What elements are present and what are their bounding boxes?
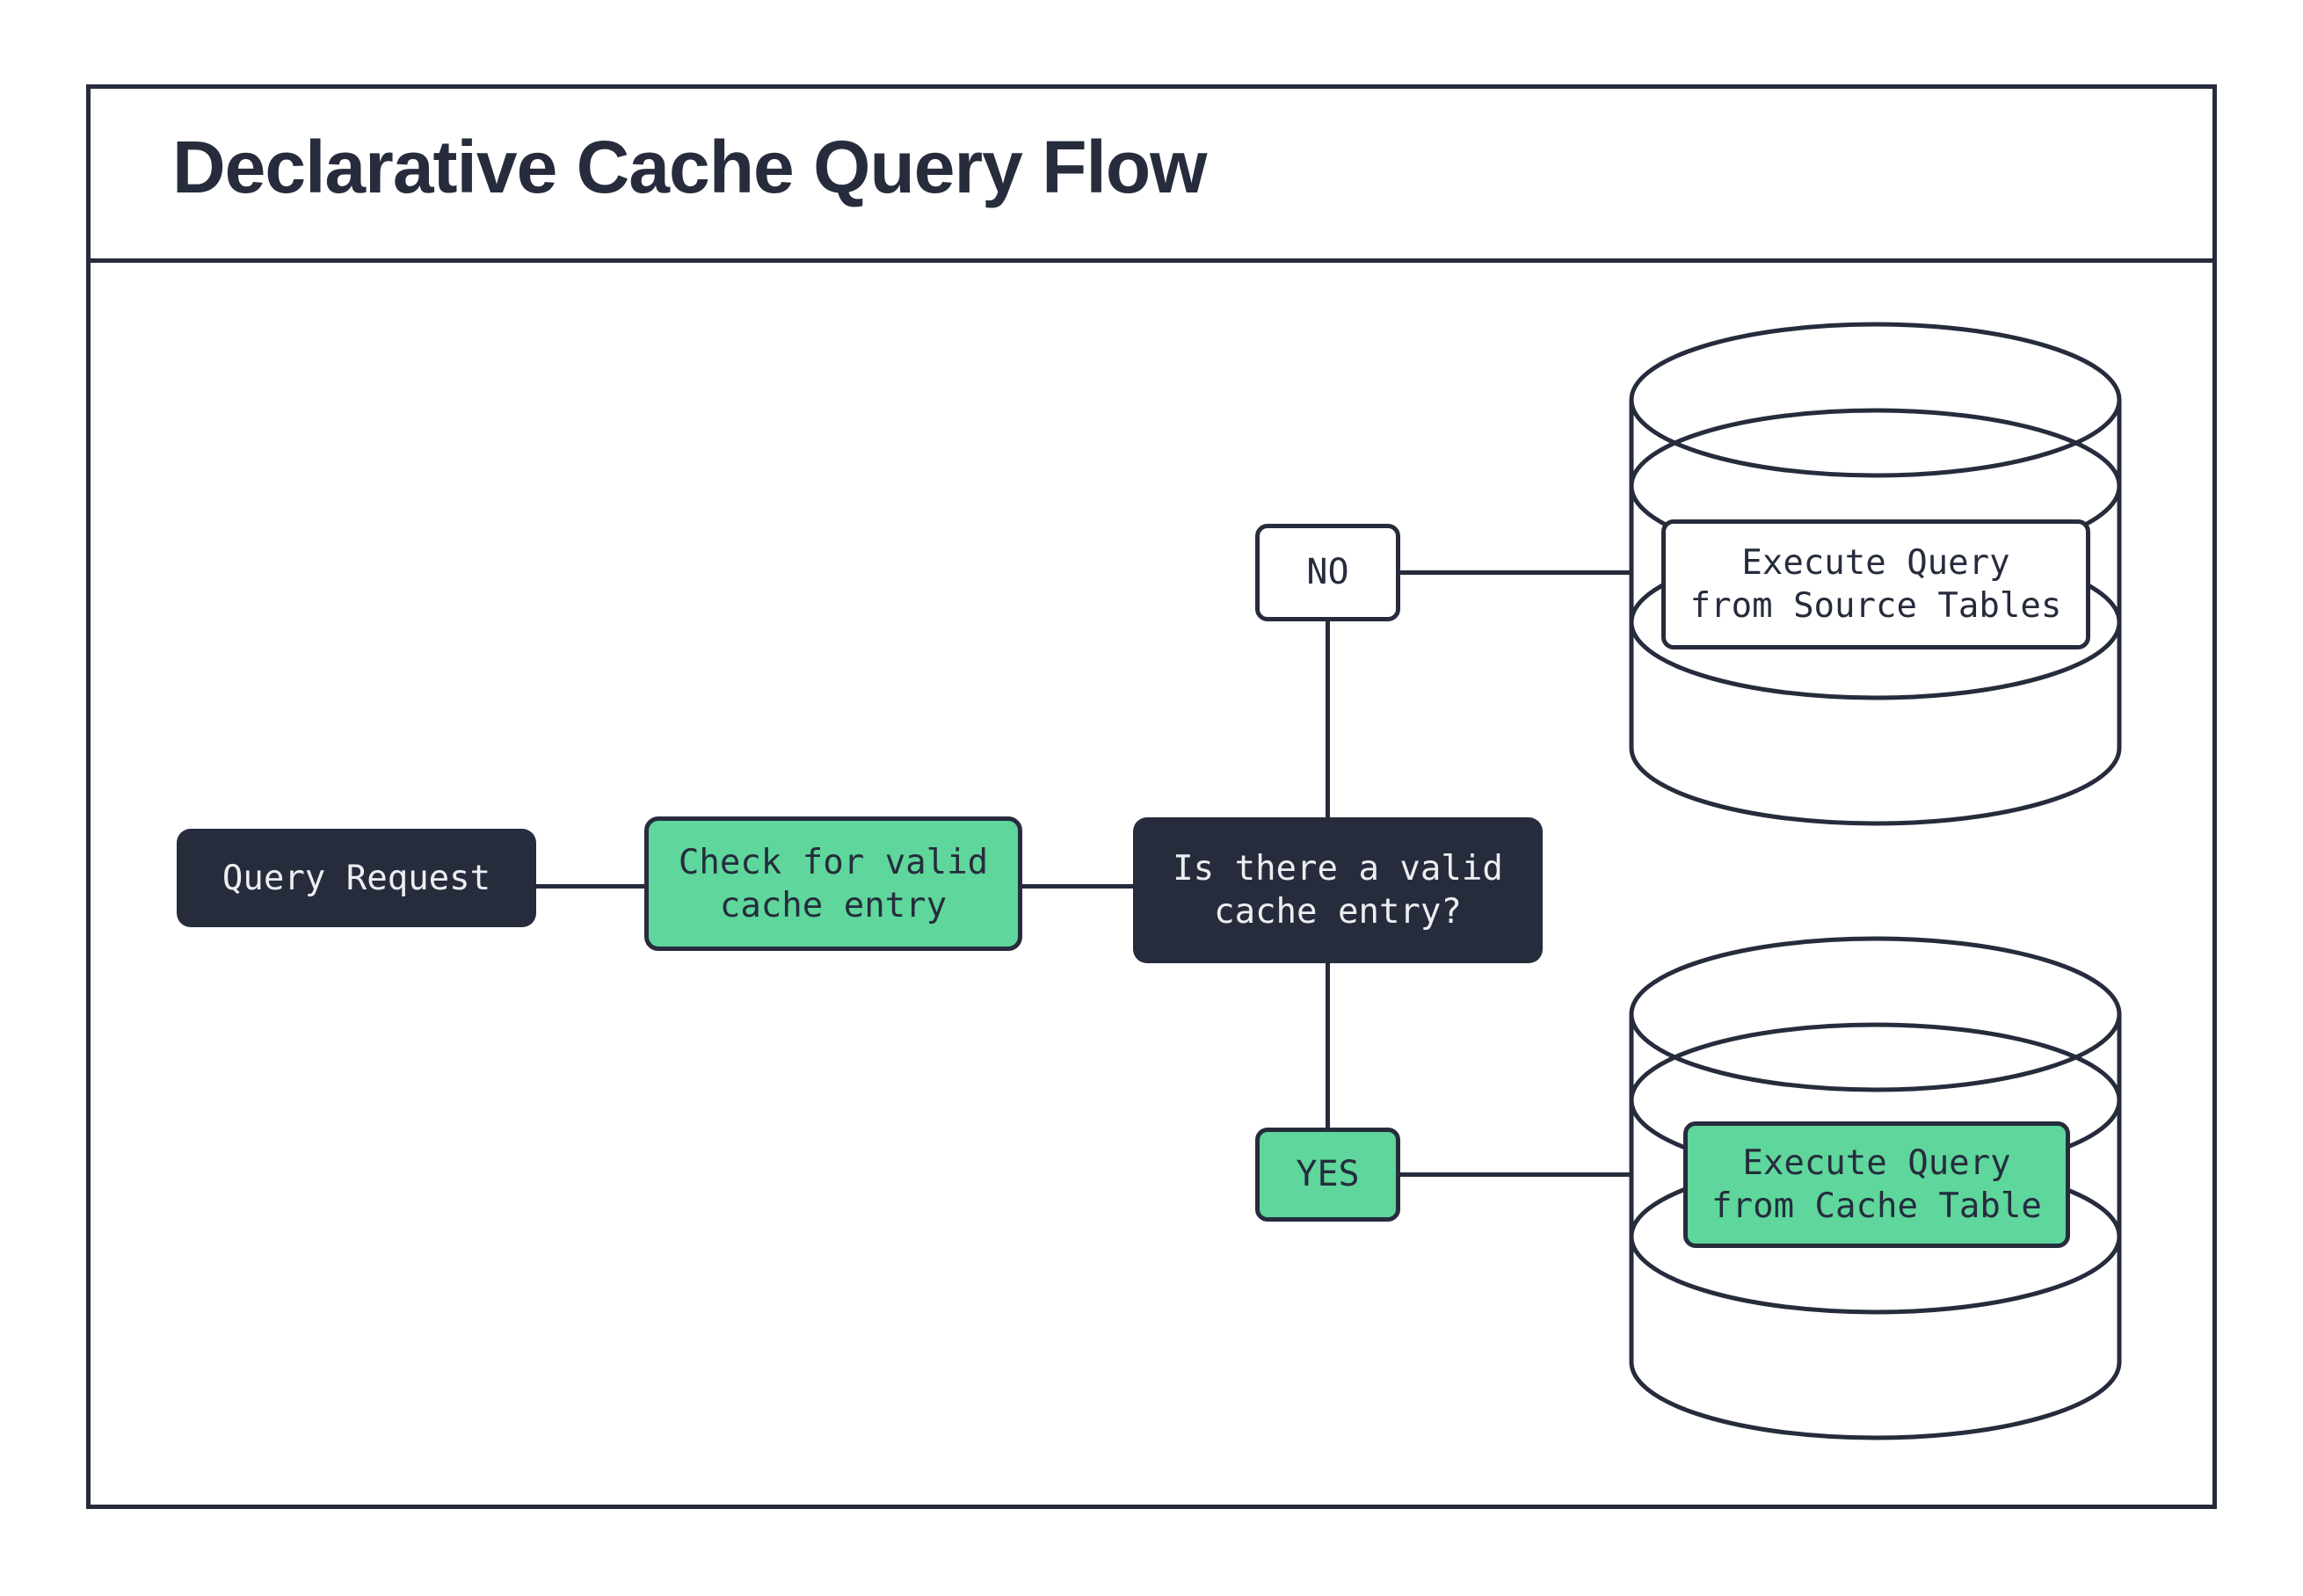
edge-check-to-decision	[1022, 884, 1133, 889]
node-check-cache: Check for valid cache entry	[644, 816, 1022, 951]
header-divider	[91, 258, 2212, 263]
edge-decision-to-yes	[1326, 961, 1330, 1129]
node-execute-cache: Execute Query from Cache Table	[1683, 1121, 2070, 1248]
edge-no-to-source-db	[1399, 570, 1631, 575]
diagram-frame	[86, 84, 2217, 1509]
node-execute-source: Execute Query from Source Tables	[1661, 519, 2090, 649]
node-yes-branch: YES	[1255, 1128, 1400, 1222]
node-decision: Is there a valid cache entry?	[1133, 817, 1543, 963]
edge-decision-to-no	[1326, 620, 1330, 819]
page-title: Declarative Cache Query Flow	[172, 126, 1208, 208]
node-query-request: Query Request	[177, 829, 536, 927]
node-no-branch: NO	[1255, 524, 1400, 621]
edge-query-to-check	[536, 884, 644, 889]
edge-yes-to-cache-db	[1399, 1172, 1631, 1177]
